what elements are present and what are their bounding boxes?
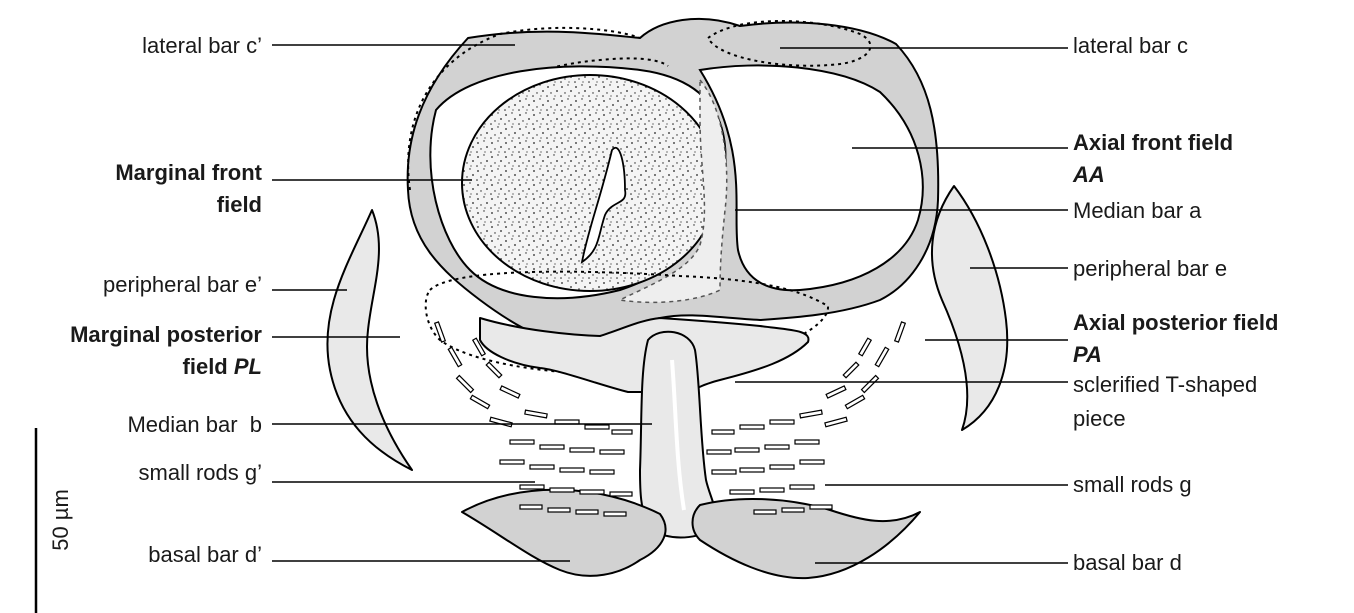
label-axial-posterior-field: Axial posterior field (1073, 310, 1278, 335)
left-labels: lateral bar c’ Marginal front field peri… (70, 33, 263, 567)
label-marginal-front-field-2: field (217, 192, 262, 217)
label-peripheral-bar-e: peripheral bar e (1073, 256, 1227, 281)
label-marginal-posterior-field-abbr: PL (234, 354, 262, 379)
peripheral-bar-e (932, 186, 1007, 430)
label-peripheral-bar-e-prime: peripheral bar e’ (103, 272, 262, 297)
label-small-rods-g-prime: small rods g’ (139, 460, 262, 485)
basal-bar-d (693, 499, 921, 578)
peripheral-bar-e-prime (327, 210, 412, 470)
label-sclerified-piece-1: sclerified T-shaped (1073, 372, 1257, 397)
scale-bar-label: 50 µm (48, 489, 73, 551)
label-sclerified-piece-2: piece (1073, 406, 1126, 431)
label-axial-posterior-field-abbr: PA (1073, 342, 1102, 367)
label-marginal-posterior-field-word: field (183, 354, 228, 379)
label-basal-bar-d-prime: basal bar d’ (148, 542, 262, 567)
scale-bar: 50 µm (36, 428, 73, 613)
basal-bar-d-prime (462, 490, 666, 576)
label-lateral-bar-c: lateral bar c (1073, 33, 1188, 58)
label-median-bar-b: Median bar b (127, 412, 262, 437)
marginal-front-field-body (462, 75, 718, 291)
right-labels: lateral bar c Axial front field AA Media… (1072, 33, 1278, 575)
label-marginal-front-field-1: Marginal front (115, 160, 262, 185)
label-basal-bar-d: basal bar d (1073, 550, 1182, 575)
label-marginal-posterior-field-2: field PL (183, 354, 262, 379)
label-marginal-posterior-field-1: Marginal posterior (70, 322, 262, 347)
label-small-rods-g: small rods g (1073, 472, 1192, 497)
label-axial-front-field-abbr: AA (1072, 162, 1105, 187)
label-lateral-bar-c-prime: lateral bar c’ (142, 33, 262, 58)
label-axial-front-field: Axial front field (1073, 130, 1233, 155)
label-median-bar-a: Median bar a (1073, 198, 1202, 223)
drawing (327, 19, 1007, 578)
